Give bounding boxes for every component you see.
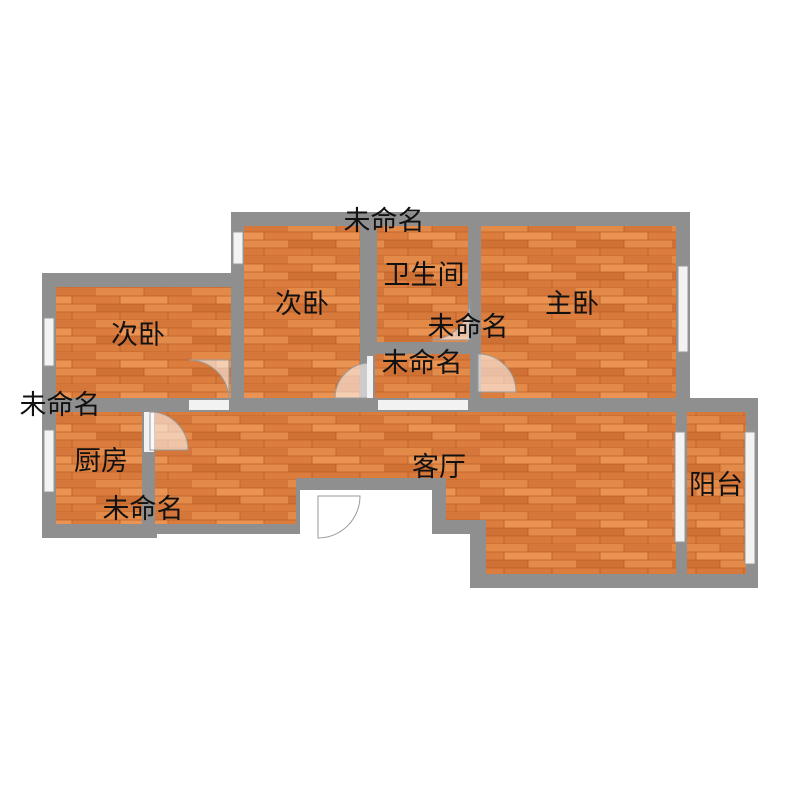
labels: 次卧 次卧 卫生间 主卧 厨房 客厅 阳台 未命名 未命名 未命名 未命名 未命…	[20, 206, 744, 525]
room-label-living-room: 客厅	[412, 452, 466, 483]
room-label-bathroom: 卫生间	[384, 260, 465, 291]
door-swing-icon	[188, 359, 230, 401]
unnamed-label-top: 未命名	[344, 206, 425, 237]
window-icon	[43, 429, 55, 493]
floor-balcony	[687, 412, 746, 574]
room-label-bedroom-middle: 次卧	[275, 289, 329, 320]
room-label-bedroom-left: 次卧	[111, 320, 165, 351]
window-icon	[232, 231, 244, 265]
window-icon	[677, 265, 689, 353]
windows	[43, 231, 756, 565]
floors	[56, 226, 746, 574]
window-icon	[43, 317, 55, 367]
window-icon	[744, 431, 756, 565]
door-swing-icon	[477, 353, 517, 393]
floor-hall-small	[375, 354, 470, 398]
floor-bathroom	[377, 226, 468, 342]
unnamed-label-left: 未命名	[20, 390, 101, 421]
window-icon	[674, 431, 686, 543]
opening-hall	[378, 400, 468, 410]
doors	[144, 299, 517, 539]
room-label-master-bedroom: 主卧	[545, 289, 599, 320]
door-swing-icon	[149, 411, 189, 451]
door-swing-icon	[429, 299, 471, 341]
unnamed-label-kitchen-bottom: 未命名	[103, 494, 184, 525]
floor-master-bedroom	[481, 226, 676, 398]
door-opening-bedroom-middle	[367, 356, 373, 398]
entrance-opening	[318, 490, 360, 500]
room-label-kitchen: 厨房	[74, 446, 128, 477]
floor-kitchen	[56, 412, 142, 524]
room-label-balcony: 阳台	[689, 470, 743, 501]
floor-bedroom-left	[56, 287, 231, 398]
door-opening-bedroom-left	[189, 400, 229, 410]
floor-living-room	[155, 412, 676, 574]
entrance-door-icon	[317, 495, 361, 539]
floor-bedroom-middle	[244, 226, 360, 398]
door-opening-kitchen	[144, 412, 154, 452]
unnamed-label-hall-lower: 未命名	[382, 348, 463, 379]
unnamed-label-hall-upper: 未命名	[428, 312, 509, 343]
